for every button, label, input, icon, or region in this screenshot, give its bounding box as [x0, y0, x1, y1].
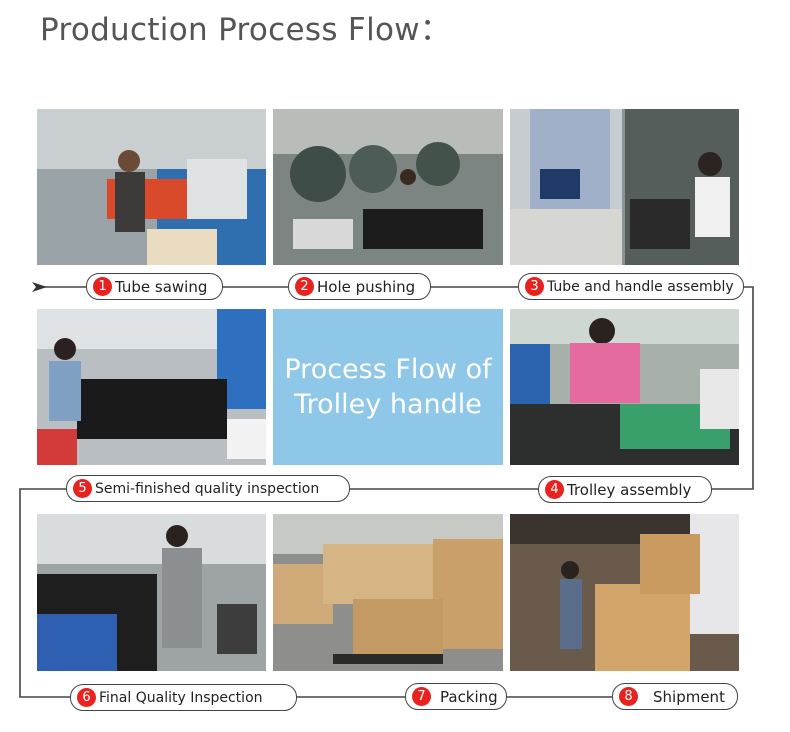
step-label: Final Quality Inspection — [99, 689, 263, 706]
step-label: Tube sawing — [115, 277, 208, 296]
page-title: Production Process Flow： — [40, 12, 452, 48]
step-label: Packing — [440, 687, 498, 706]
step-number-badge: 4 — [545, 480, 564, 499]
step-hole-pushing: 2 Hole pushing — [288, 273, 431, 300]
center-title-line1: Process Flow of — [284, 354, 492, 385]
step-final-quality-inspection: 6 Final Quality Inspection — [70, 684, 297, 711]
center-title-line2: Trolley handle — [294, 389, 482, 420]
step-shipment: 8 Shipment — [612, 683, 738, 710]
step-tube-handle-assembly: 3 Tube and handle assembly — [518, 273, 744, 300]
step-number-badge: 1 — [93, 277, 112, 296]
step-number-badge: 2 — [295, 277, 314, 296]
step-number-badge: 5 — [73, 479, 92, 498]
photo-tube-sawing — [37, 109, 266, 265]
photo-hole-pushing — [273, 109, 503, 265]
process-flow-title-box: Process Flow of Trolley handle — [273, 309, 503, 465]
photo-packing — [273, 514, 503, 671]
step-number-badge: 3 — [525, 277, 544, 296]
photo-final-quality-inspection — [37, 514, 266, 671]
step-number-badge: 8 — [619, 687, 638, 706]
step-label: Tube and handle assembly — [547, 278, 734, 295]
photo-trolley-assembly — [510, 309, 739, 465]
step-label: Shipment — [653, 687, 725, 706]
step-semi-finished-inspection: 5 Semi-finished quality inspection — [66, 475, 350, 502]
photo-shipment — [510, 514, 739, 671]
step-trolley-assembly: 4 Trolley assembly — [538, 476, 712, 503]
step-tube-sawing: 1 Tube sawing — [86, 273, 223, 300]
step-label: Semi-finished quality inspection — [95, 480, 320, 497]
step-number-badge: 7 — [412, 687, 431, 706]
step-packing: 7 Packing — [405, 683, 507, 710]
step-label: Hole pushing — [317, 277, 416, 296]
photo-semi-finished-inspection — [37, 309, 266, 465]
step-number-badge: 6 — [77, 688, 96, 707]
photo-tube-handle-assembly — [510, 109, 739, 265]
step-label: Trolley assembly — [567, 480, 692, 499]
